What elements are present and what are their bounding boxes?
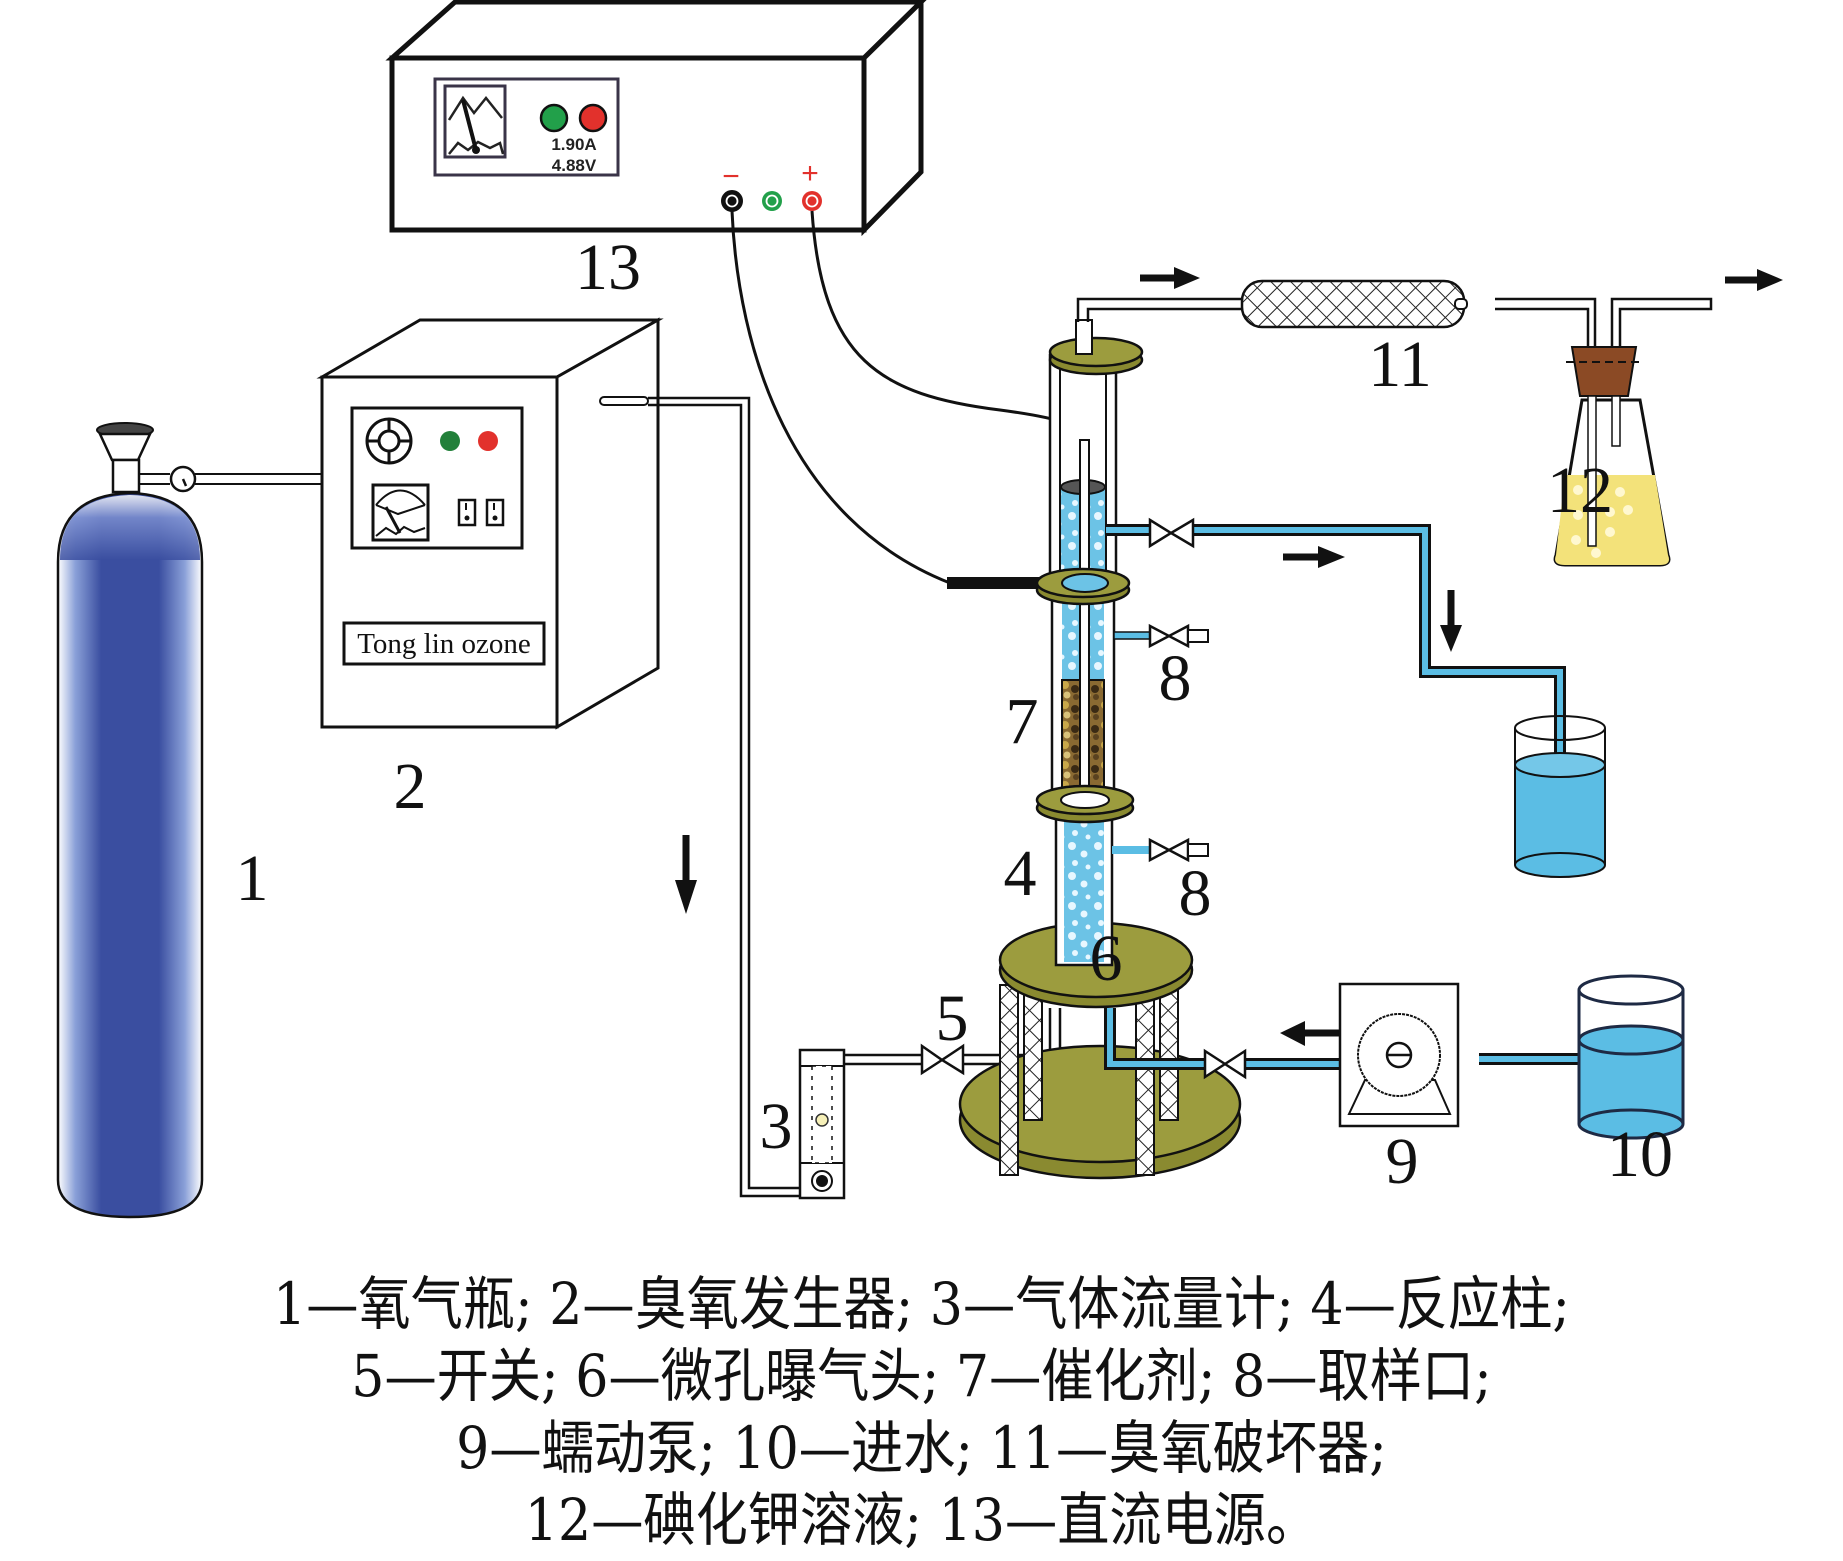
caption-line: 1—氧气瓶; 2—臭氧发生器; 3—气体流量计; 4—反应柱; <box>273 1270 1570 1338</box>
dc-power-supply: 1.90A 4.88V − + <box>385 0 927 237</box>
negative-terminal-symbol: − <box>722 160 740 193</box>
negative-wire <box>730 210 951 585</box>
label-5: 5 <box>936 982 969 1055</box>
offgas-pipe <box>1076 297 1713 346</box>
label-8-upper: 8 <box>1159 642 1192 715</box>
lower-water-zone <box>1064 810 1104 962</box>
label-7: 7 <box>1006 685 1039 758</box>
toggle-switches <box>457 498 505 527</box>
ground-terminal <box>762 191 782 211</box>
dc-current-readout: 1.90A <box>551 135 596 154</box>
reactor-column <box>1035 319 1144 967</box>
switch-valve-5 <box>920 1043 965 1076</box>
inlet-valve <box>1203 1048 1228 1080</box>
ozone-gas-pipe <box>648 396 807 1198</box>
right-arrow-outlet <box>1283 546 1345 568</box>
dc-led-green <box>539 103 569 133</box>
positive-wire <box>810 210 1091 446</box>
left-arrow-inlet <box>1280 1021 1340 1046</box>
water-outlet-pipe <box>1106 517 1566 755</box>
experimental-setup-diagram: 1.90A 4.88V − + 13 <box>56 0 1783 1219</box>
generator-meter-icon <box>371 483 430 542</box>
caption-line: 9—蠕动泵; 10—进水; 11—臭氧破坏器; <box>456 1414 1387 1482</box>
generator-led-green <box>440 431 460 451</box>
caption-line: 5—开关; 6—微孔曝气头; 7—催化剂; 8—取样口; <box>351 1342 1492 1410</box>
dc-meter-icon <box>443 84 507 159</box>
cathode-lead <box>947 577 1047 589</box>
reactor-stand <box>958 921 1242 1180</box>
rubber-stopper <box>1570 346 1638 397</box>
gas-flowmeter <box>798 1048 846 1200</box>
generator-led-red <box>478 431 498 451</box>
anode-rod <box>1079 439 1090 801</box>
figure-caption: 1—氧气瓶; 2—臭氧发生器; 3—气体流量计; 4—反应柱; 5—开关; 6—… <box>0 1268 1843 1556</box>
sampling-port-lower <box>1112 837 1209 863</box>
label-8-lower: 8 <box>1179 857 1212 930</box>
oxygen-cylinder <box>56 422 322 1219</box>
ki-solution-flask <box>1553 346 1671 567</box>
positive-terminal <box>802 191 822 211</box>
label-1: 1 <box>236 842 269 915</box>
feed-water-beaker <box>1577 974 1685 1140</box>
right-arrow-exhaust <box>1725 269 1783 291</box>
effluent-beaker <box>1514 715 1606 878</box>
label-12: 12 <box>1547 454 1613 527</box>
caption-line: 12—碘化钾溶液; 13—直流电源。 <box>524 1486 1319 1554</box>
water-inlet-pipe <box>1104 1008 1580 1080</box>
label-4: 4 <box>1004 837 1037 910</box>
sampling-port-upper <box>1113 623 1209 649</box>
peristaltic-pump <box>1338 982 1460 1128</box>
down-arrow-gas <box>675 835 697 914</box>
ozone-generator: Tong lin ozone <box>316 317 664 730</box>
label-6: 6 <box>1090 922 1123 995</box>
ozone-destructor <box>1240 279 1468 329</box>
dc-led-red <box>578 103 608 133</box>
positive-terminal-symbol: + <box>801 157 819 190</box>
label-11: 11 <box>1368 328 1432 401</box>
label-3: 3 <box>760 1090 793 1163</box>
down-arrow-outlet <box>1440 590 1462 652</box>
outlet-valve <box>1148 517 1174 549</box>
label-13: 13 <box>575 231 641 304</box>
label-2: 2 <box>394 750 427 823</box>
dc-voltage-readout: 4.88V <box>552 156 597 175</box>
generator-brand-label: Tong lin ozone <box>357 628 531 660</box>
label-9: 9 <box>1386 1125 1419 1198</box>
negative-terminal <box>721 190 743 212</box>
label-10: 10 <box>1607 1118 1673 1191</box>
right-arrow-offgas <box>1140 267 1200 289</box>
knob-icon <box>365 417 413 465</box>
